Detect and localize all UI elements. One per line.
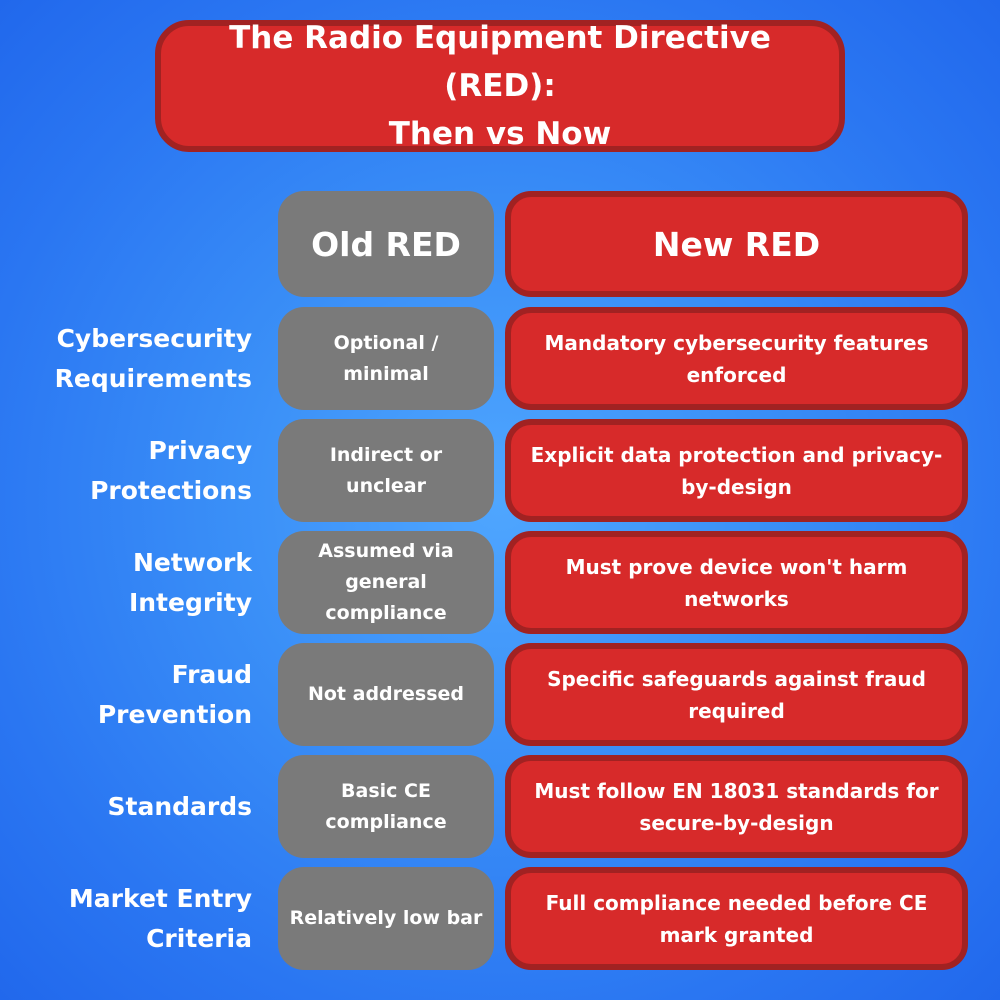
title-line-1: The Radio Equipment Directive (RED): xyxy=(229,20,771,104)
new-cell-network-integrity: Must prove device won't harm networks xyxy=(505,531,968,634)
row-label-network-integrity: Network Integrity xyxy=(128,547,252,617)
row-label-market-entry: Market Entry Criteria xyxy=(68,883,252,953)
row-label-privacy: Privacy Protections xyxy=(90,435,252,505)
title-banner: The Radio Equipment Directive (RED): The… xyxy=(155,20,845,152)
new-cell-cybersecurity: Mandatory cybersecurity features enforce… xyxy=(505,307,968,410)
old-cell-privacy: Indirect or unclear xyxy=(278,419,494,522)
row-label-cybersecurity: Cybersecurity Requirements xyxy=(54,323,252,393)
new-cell-privacy: Explicit data protection and privacy-by-… xyxy=(505,419,968,522)
new-cell-market-entry: Full compliance needed before CE mark gr… xyxy=(505,867,968,970)
old-cell-market-entry: Relatively low bar xyxy=(278,867,494,970)
row-label-standards: Standards xyxy=(107,791,253,821)
old-cell-cybersecurity: Optional / minimal xyxy=(278,307,494,410)
old-cell-standards: Basic CE compliance xyxy=(278,755,494,858)
column-header-new: New RED xyxy=(505,191,968,297)
old-cell-fraud-prevention: Not addressed xyxy=(278,643,494,746)
column-header-old: Old RED xyxy=(278,191,494,297)
title-line-2: Then vs Now xyxy=(388,116,612,152)
new-cell-fraud-prevention: Specific safeguards against fraud requir… xyxy=(505,643,968,746)
new-cell-standards: Must follow EN 18031 standards for secur… xyxy=(505,755,968,858)
page-title: The Radio Equipment Directive (RED): The… xyxy=(175,14,825,158)
old-cell-network-integrity: Assumed via general compliance xyxy=(278,531,494,634)
row-label-fraud-prevention: Fraud Prevention xyxy=(97,659,252,729)
